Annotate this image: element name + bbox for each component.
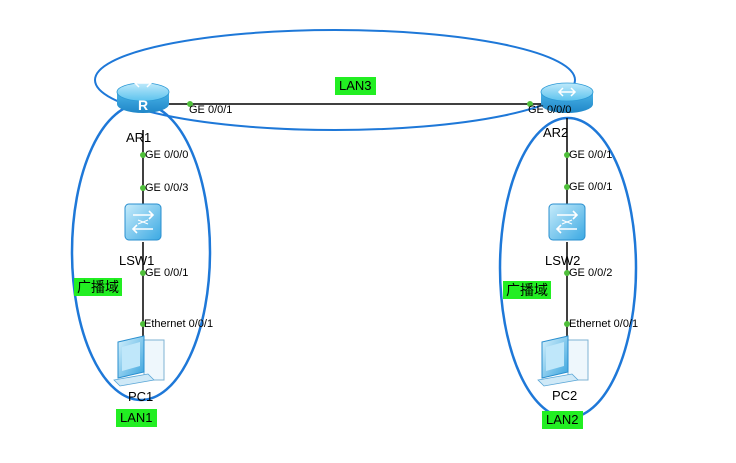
device-label-pc2: PC2 xyxy=(552,388,578,403)
port-dot xyxy=(140,270,146,276)
interface-label: GE 0/0/1 xyxy=(189,104,233,116)
interface-label: GE 0/0/1 xyxy=(145,267,189,279)
port-dot xyxy=(140,321,146,327)
port-dots xyxy=(140,101,570,327)
device-label-pc1: PC1 xyxy=(128,389,154,404)
port-dot xyxy=(140,185,146,191)
lan2-tag: LAN2 xyxy=(542,411,583,429)
interface-label: GE 0/0/1 xyxy=(569,149,613,161)
port-dot xyxy=(187,101,193,107)
interface-label: GE 0/0/3 xyxy=(145,182,189,194)
lan3-ellipse xyxy=(94,29,576,131)
router-icon[interactable] xyxy=(540,82,594,113)
port-dot xyxy=(564,321,570,327)
interface-label: GE 0/0/0 xyxy=(145,149,189,161)
lan1-tag: LAN1 xyxy=(116,409,157,427)
device-label-ar1: AR1 xyxy=(126,130,152,145)
router-icon[interactable]: R xyxy=(116,78,170,113)
interface-label: GE 0/0/2 xyxy=(569,267,613,279)
port-dot xyxy=(564,270,570,276)
port-dot xyxy=(564,184,570,190)
switch-icon[interactable] xyxy=(548,203,586,241)
interface-label: GE 0/0/1 xyxy=(569,181,613,193)
device-label-lsw1: LSW1 xyxy=(119,253,155,268)
interface-label: Ethernet 0/0/1 xyxy=(569,318,639,330)
device-label-ar2: AR2 xyxy=(543,125,569,140)
broadcast-domain-tag: 广播域 xyxy=(503,281,551,299)
switch-icon[interactable] xyxy=(124,203,162,241)
broadcast-domain-tag: 广播域 xyxy=(74,278,122,296)
port-dot xyxy=(527,101,533,107)
interface-label: Ethernet 0/0/1 xyxy=(144,318,214,330)
interface-label: GE 0/0/0 xyxy=(528,104,572,116)
svg-text:R: R xyxy=(138,97,148,113)
pc-icon[interactable] xyxy=(113,335,165,387)
port-dot xyxy=(140,152,146,158)
port-dot xyxy=(564,152,570,158)
lan3-tag: LAN3 xyxy=(335,77,376,95)
pc-icon[interactable] xyxy=(537,335,589,387)
device-label-lsw2: LSW2 xyxy=(545,253,581,268)
